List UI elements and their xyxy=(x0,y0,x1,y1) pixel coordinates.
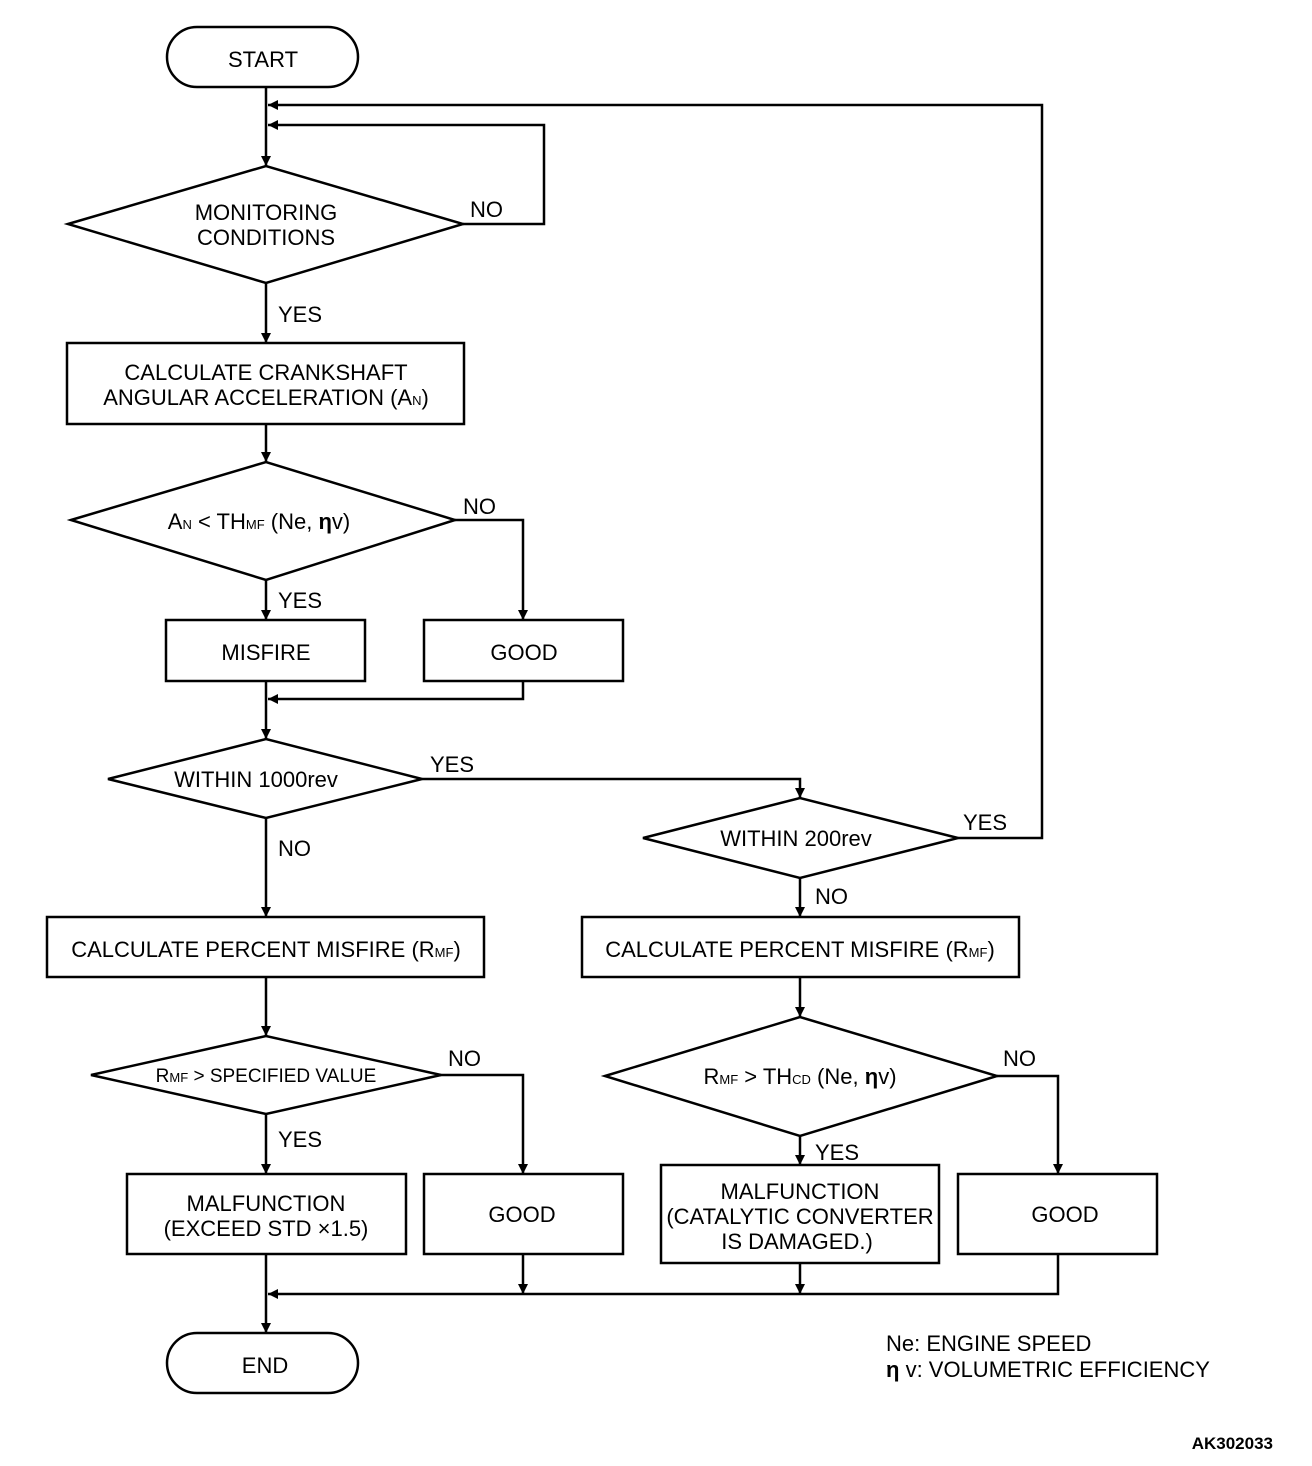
malfunction-left-line1: MALFUNCTION xyxy=(187,1191,346,1216)
edge-monitoring-no-loop xyxy=(268,120,546,226)
cond-thcd-decision: RMF > THCD (Ne, ηv) xyxy=(600,1015,1002,1138)
within200-label: WITHIN 200rev xyxy=(720,826,872,851)
start-terminal: START xyxy=(165,25,360,89)
label-within200-yes: YES xyxy=(963,810,1007,835)
calc-percent-left-process: CALCULATE PERCENT MISFIRE (RMF) xyxy=(45,915,486,979)
malfunction-left-process: MALFUNCTION (EXCEED STD ×1.5) xyxy=(125,1172,408,1256)
calc-percent-right-process: CALCULATE PERCENT MISFIRE (RMF) xyxy=(580,915,1021,979)
monitoring-decision: MONITORING CONDITIONS xyxy=(63,164,468,285)
edge-within1000-yes xyxy=(422,777,805,798)
cond-accel-label: AN < THMF (Ne, ηv) xyxy=(168,509,350,534)
edge-condspec-no xyxy=(440,1073,528,1174)
label-cond-thcd-yes: YES xyxy=(815,1140,859,1165)
cond-thcd-label: RMF > THCD (Ne, ηv) xyxy=(703,1064,896,1089)
malfunction-right-process: MALFUNCTION (CATALYTIC CONVERTER IS DAMA… xyxy=(659,1163,941,1265)
end-terminal: END xyxy=(165,1331,360,1395)
edge-good3-collector xyxy=(268,1254,1060,1299)
legend-engine-speed: Ne: ENGINE SPEED xyxy=(886,1331,1091,1356)
label-cond-accel-no: NO xyxy=(463,494,496,519)
figure-id: AK302033 xyxy=(1192,1434,1273,1453)
label-within1000-no: NO xyxy=(278,836,311,861)
label-within1000-yes: YES xyxy=(430,752,474,777)
good-process-3: GOOD xyxy=(956,1172,1159,1256)
edge-condthcd-no xyxy=(997,1074,1063,1174)
label-within200-no: NO xyxy=(815,884,848,909)
calc-percent-left-label: CALCULATE PERCENT MISFIRE (RMF) xyxy=(71,937,461,962)
good-label-1: GOOD xyxy=(490,640,557,665)
within1000-label: WITHIN 1000rev xyxy=(174,767,338,792)
calc-accel-process: CALCULATE CRANKSHAFT ANGULAR ACCELERATIO… xyxy=(65,341,466,426)
cond-spec-label: RMF > SPECIFIED VALUE xyxy=(156,1066,377,1087)
misfire-process: MISFIRE xyxy=(164,618,367,683)
cond-spec-decision: RMF > SPECIFIED VALUE xyxy=(90,1034,442,1116)
calc-accel-line1: CALCULATE CRANKSHAFT xyxy=(124,360,407,385)
monitoring-label-line1: MONITORING xyxy=(195,200,338,225)
malfunction-left-line2: (EXCEED STD ×1.5) xyxy=(164,1216,369,1241)
calc-accel-line2: ANGULAR ACCELERATION (AN) xyxy=(103,385,429,410)
label-cond-spec-no: NO xyxy=(448,1046,481,1071)
end-label: END xyxy=(242,1353,288,1378)
good-process-1: GOOD xyxy=(422,618,625,683)
good-label-3: GOOD xyxy=(1031,1202,1098,1227)
good-process-2: GOOD xyxy=(422,1172,625,1256)
edge-good1-join xyxy=(268,681,525,704)
connectors xyxy=(261,87,1063,1333)
monitoring-label-line2: CONDITIONS xyxy=(197,225,335,250)
edge-labels: NO YES NO YES YES NO YES NO NO YES NO YE… xyxy=(278,197,1036,1165)
start-label: START xyxy=(228,47,298,72)
label-monitoring-yes: YES xyxy=(278,302,322,327)
malfunction-right-line3: IS DAMAGED.) xyxy=(721,1229,873,1254)
within1000-decision: WITHIN 1000rev xyxy=(107,737,423,820)
label-cond-accel-yes: YES xyxy=(278,588,322,613)
legend: Ne: ENGINE SPEED η v: VOLUMETRIC EFFICIE… xyxy=(886,1331,1210,1382)
malfunction-right-line1: MALFUNCTION xyxy=(721,1179,880,1204)
calc-percent-right-label: CALCULATE PERCENT MISFIRE (RMF) xyxy=(605,937,995,962)
cond-accel-decision: AN < THMF (Ne, ηv) xyxy=(66,460,460,582)
within200-decision: WITHIN 200rev xyxy=(642,796,959,880)
label-monitoring-no: NO xyxy=(470,197,503,222)
malfunction-right-line2: (CATALYTIC CONVERTER xyxy=(666,1204,933,1229)
label-cond-thcd-no: NO xyxy=(1003,1046,1036,1071)
edge-within200-yes-loop xyxy=(268,100,1044,840)
legend-volumetric-efficiency: η v: VOLUMETRIC EFFICIENCY xyxy=(886,1357,1210,1382)
good-label-2: GOOD xyxy=(488,1202,555,1227)
misfire-label: MISFIRE xyxy=(221,640,310,665)
edge-cond-no xyxy=(454,518,528,620)
label-cond-spec-yes: YES xyxy=(278,1127,322,1152)
